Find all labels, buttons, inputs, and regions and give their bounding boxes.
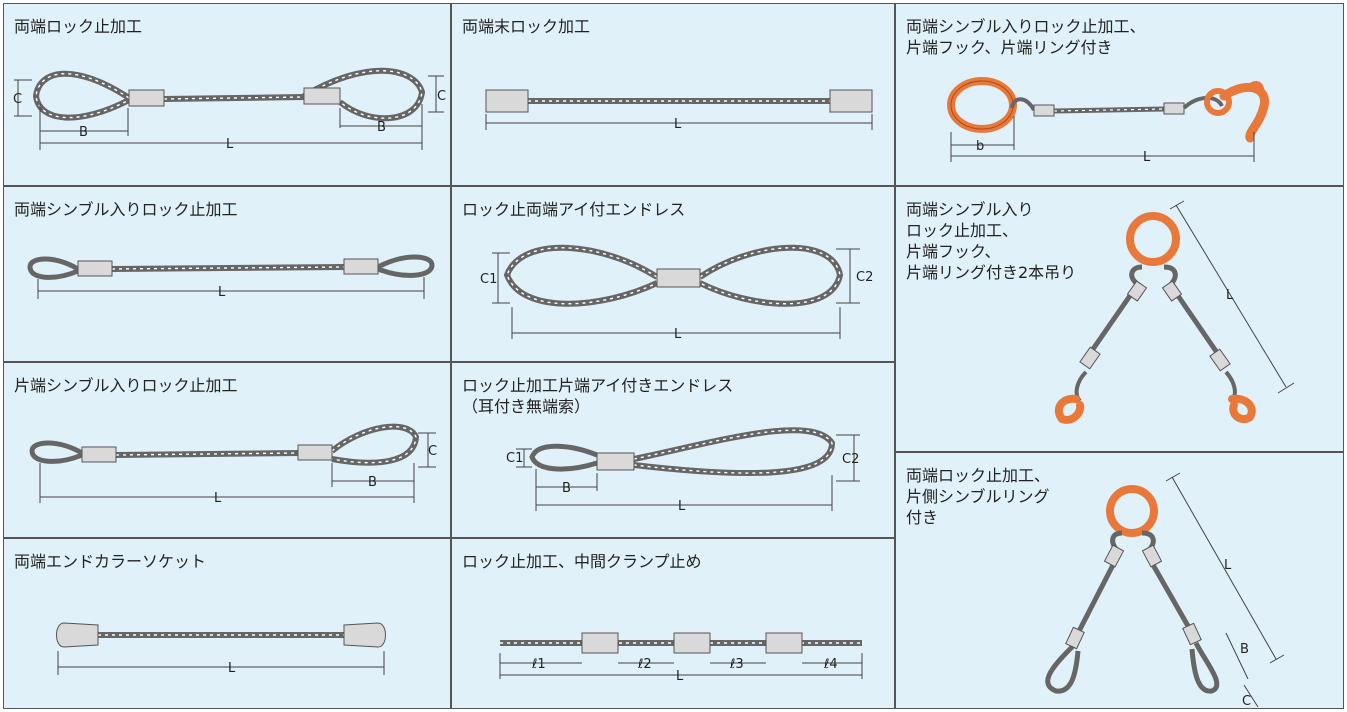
dim-l2: ℓ2 xyxy=(637,657,652,672)
cell-lock-thimble-ring-one-side: 両端ロック止加工、 片側シンブルリング 付き L B xyxy=(895,452,1344,709)
dim-b: B xyxy=(368,475,377,490)
dim-c2: C2 xyxy=(842,452,859,467)
dim-l1: ℓ1 xyxy=(531,657,546,672)
rope-illustration: ℓ1 ℓ2 ℓ3 ℓ4 L xyxy=(499,632,863,684)
cell-title: 片端シンブル入りロック止加工 xyxy=(14,376,238,395)
cell-title: 両端ロック止加工 xyxy=(14,17,143,36)
dim-l: L xyxy=(214,491,222,506)
dim-l: L xyxy=(678,499,686,514)
dim-l3: ℓ3 xyxy=(729,657,744,672)
cell-title: 両端シンブル入りロック止加工、 片端フック、片端リング付き xyxy=(906,17,1146,57)
rope-illustration: C1 C2 L xyxy=(480,244,873,342)
dim-b: b xyxy=(976,139,984,154)
rope-illustration: L xyxy=(56,622,386,676)
dim-l: L xyxy=(218,285,226,300)
dim-c: C xyxy=(428,444,437,459)
dim-l: L xyxy=(228,661,236,676)
cell-title: ロック止両端アイ付エンドレス xyxy=(462,200,686,219)
dim-c2: C2 xyxy=(856,270,873,285)
dim-l: L xyxy=(1143,150,1151,165)
cell-endless-both-eyes: ロック止両端アイ付エンドレス C1 C2 L xyxy=(451,186,895,362)
cell-title: 両端シンブル入りロック止加工 xyxy=(14,200,238,219)
dim-b-right: B xyxy=(377,120,386,135)
cell-both-thimble-lock: 両端シンブル入りロック止加工 L xyxy=(3,186,451,362)
dim-l: L xyxy=(226,137,234,152)
dim-b: B xyxy=(1240,642,1249,657)
cell-title: 両端シンブル入り ロック止加工、 片端フック、 片端リング付き2本吊り xyxy=(906,200,1077,282)
dim-l: L xyxy=(676,669,684,684)
dim-c1: C1 xyxy=(506,451,523,466)
rope-illustration: b L xyxy=(947,77,1269,165)
cell-both-end-terminal-lock: 両端末ロック加工 L xyxy=(451,3,895,186)
dim-c-left: C xyxy=(13,92,22,107)
cell-title: ロック止加工片端アイ付きエンドレス （耳付き無端索） xyxy=(462,376,734,416)
rope-illustration: C1 B L C2 xyxy=(506,427,860,514)
rope-illustration: L xyxy=(1054,200,1295,424)
rope-illustration: L xyxy=(27,254,435,300)
dim-l4: ℓ4 xyxy=(823,657,838,672)
cell-single-thimble-lock: 片端シンブル入りロック止加工 C B L xyxy=(3,362,451,538)
rope-illustration: L B C xyxy=(1045,472,1285,709)
dim-l: L xyxy=(674,327,682,342)
cell-end-collar-socket: 両端エンドカラーソケット L xyxy=(3,538,451,709)
dim-b: B xyxy=(562,481,571,496)
dim-c: C xyxy=(1242,694,1251,709)
cell-title: 両端ロック止加工、 片側シンブルリング 付き xyxy=(906,466,1051,527)
dim-c1: C1 xyxy=(480,272,497,287)
rope-illustration: L xyxy=(485,89,873,132)
cell-title: 両端エンドカラーソケット xyxy=(14,552,207,571)
cell-intermediate-clamp: ロック止加工、中間クランプ止め ℓ1 ℓ2 ℓ3 ℓ4 L xyxy=(451,538,895,709)
dim-l: L xyxy=(1226,288,1234,303)
rope-illustration: C B L xyxy=(29,423,437,506)
dim-l: L xyxy=(674,117,682,132)
cell-endless-single-eye: ロック止加工片端アイ付きエンドレス （耳付き無端索） C1 B L C2 xyxy=(451,362,895,538)
dim-l: L xyxy=(1224,558,1232,573)
dim-c-right: C xyxy=(437,89,446,104)
cell-title: 両端末ロック加工 xyxy=(462,17,591,36)
cell-thimble-hook-ring: 両端シンブル入りロック止加工、 片端フック、片端リング付き b L xyxy=(895,3,1344,186)
rope-illustration: C B L B C xyxy=(13,67,446,152)
cell-both-ends-lock: 両端ロック止加工 xyxy=(3,3,451,186)
cell-title: ロック止加工、中間クランプ止め xyxy=(462,552,702,571)
dim-b-left: B xyxy=(79,125,88,140)
cell-two-leg-hook-ring: 両端シンブル入り ロック止加工、 片端フック、 片端リング付き2本吊り L xyxy=(895,186,1344,452)
